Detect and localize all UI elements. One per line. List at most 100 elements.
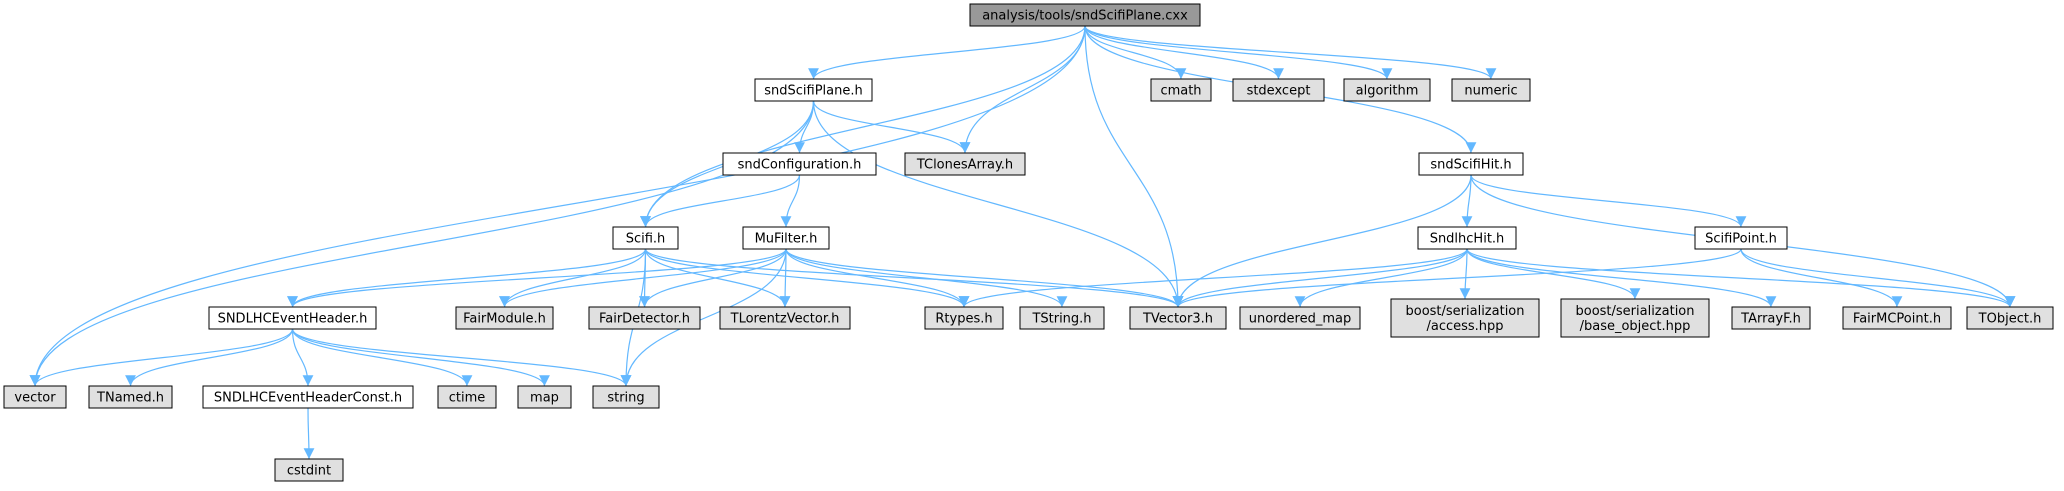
node-tobject-h: TObject.h <box>1966 306 2054 330</box>
node-label: SndlhcHit.h <box>1430 232 1505 247</box>
node-label: TArrayF.h <box>1740 312 1801 327</box>
node-label: sndScifiPlane.h <box>764 84 863 99</box>
node-label: ScifiPoint.h <box>1705 232 1777 247</box>
node-box <box>1150 78 1212 102</box>
node-label: vector <box>14 391 56 406</box>
node-tlorentzvector-h: TLorentzVector.h <box>719 306 851 330</box>
node-box[interactable] <box>969 3 1201 27</box>
node-fairmodule-h: FairModule.h <box>455 306 554 330</box>
node-label: FairDetector.h <box>599 312 690 327</box>
node-box <box>588 306 701 330</box>
node-label: numeric <box>1464 84 1517 99</box>
node-label: algorithm <box>1356 84 1419 99</box>
node-box <box>1451 78 1531 102</box>
node-sndlhceventheaderconst-h[interactable]: SNDLHCEventHeaderConst.h <box>202 385 414 409</box>
node-vector: vector <box>3 385 67 409</box>
node-box[interactable] <box>754 78 873 102</box>
node-box <box>1019 306 1105 330</box>
edge-scifipoint-h-to-tobject-h <box>1740 248 2016 308</box>
edge-sndlhchit-h-to-boost-base-object <box>1466 248 1641 300</box>
node-sndconfiguration-h[interactable]: sndConfiguration.h <box>722 152 877 176</box>
node-label: SNDLHCEventHeaderConst.h <box>214 391 402 406</box>
node-box <box>592 385 660 409</box>
edge-scifi-h-to-sndlhceventheader-h <box>287 248 647 308</box>
edge-sndlhchit-h-to-unordered-map <box>1294 248 1468 308</box>
node-box[interactable] <box>202 385 414 409</box>
edge-mufilter-h-to-fairmodule-h <box>499 248 787 308</box>
edge-scifi-h-to-fairmodule-h <box>499 248 647 308</box>
node-box[interactable] <box>1418 152 1524 176</box>
node-scifi-h[interactable]: Scifi.h <box>612 226 679 250</box>
node-root[interactable]: analysis/tools/sndScifiPlane.cxx <box>969 3 1201 27</box>
node-box <box>1966 306 2054 330</box>
node-box[interactable] <box>1694 226 1788 250</box>
node-boost-access: boost/serialization/access.hpp <box>1390 298 1540 338</box>
node-label: TNamed.h <box>96 391 164 406</box>
node-box <box>1842 306 1952 330</box>
edge-scifipoint-h-to-fairmcpoint-h <box>1740 248 1903 308</box>
edge-root-to-tvector3-h <box>1084 25 1184 308</box>
edge-sndlhchit-h-to-tobject-h <box>1466 248 2016 308</box>
edge-mufilter-h-to-tstring-h <box>785 248 1068 308</box>
node-label: unordered_map <box>1249 312 1352 327</box>
node-algorithm: algorithm <box>1343 78 1431 102</box>
node-label: FairModule.h <box>463 312 546 327</box>
node-label: TClonesArray.h <box>916 158 1013 173</box>
edge-root-to-stdexcept <box>1084 25 1284 80</box>
node-sndscifiplane-h[interactable]: sndScifiPlane.h <box>754 78 873 102</box>
node-label: TVector3.h <box>1142 312 1213 327</box>
edge-sndscifihit-h-to-scifipoint-h <box>1470 174 1747 228</box>
node-rtypes-h: Rtypes.h <box>924 306 1004 330</box>
edge-mufilter-h-to-fairdetector-h <box>639 248 787 308</box>
node-box[interactable] <box>722 152 877 176</box>
node-fairmcpoint-h: FairMCPoint.h <box>1842 306 1952 330</box>
node-label: ctime <box>449 391 486 406</box>
node-string: string <box>592 385 660 409</box>
node-box <box>274 458 344 482</box>
node-sndlhceventheader-h[interactable]: SNDLHCEventHeader.h <box>208 306 377 330</box>
node-boost-base-object: boost/serialization/base_object.hpp <box>1560 298 1710 338</box>
node-tvector3-h: TVector3.h <box>1129 306 1227 330</box>
edge-sndlhchit-h-to-boost-access <box>1459 248 1471 300</box>
edge-root-to-tclonesarray-h <box>959 25 1086 154</box>
node-box <box>455 306 554 330</box>
node-box <box>1129 306 1227 330</box>
node-sndscifihit-h[interactable]: sndScifiHit.h <box>1418 152 1524 176</box>
node-tstring-h: TString.h <box>1019 306 1105 330</box>
node-label: Rtypes.h <box>935 312 992 327</box>
node-label: analysis/tools/sndScifiPlane.cxx <box>982 9 1188 24</box>
edge-sndlhceventheader-h-to-vector <box>29 328 294 387</box>
node-scifipoint-h[interactable]: ScifiPoint.h <box>1694 226 1788 250</box>
node-mufilter-h[interactable]: MuFilter.h <box>742 226 830 250</box>
edge-mufilter-h-to-sndlhceventheader-h <box>287 248 787 308</box>
node-label: TLorentzVector.h <box>730 312 840 327</box>
edge-sndlhceventheader-h-to-map <box>291 328 550 387</box>
node-stdexcept: stdexcept <box>1232 78 1325 102</box>
node-label: TObject.h <box>1978 312 2042 327</box>
node-label: stdexcept <box>1247 84 1311 99</box>
node-box[interactable] <box>208 306 377 330</box>
node-tclonesarray-h: TClonesArray.h <box>904 152 1026 176</box>
node-label: /base_object.hpp <box>1580 319 1691 334</box>
node-box[interactable] <box>1417 226 1517 250</box>
node-unordered-map: unordered_map <box>1239 306 1361 330</box>
edge-sndlhchit-h-to-rtypes-h <box>958 248 1468 308</box>
node-tarrayf-h: TArrayF.h <box>1731 306 1811 330</box>
edge-sndlhceventheaderconst-h-to-cstdint <box>303 407 315 460</box>
node-box <box>437 385 497 409</box>
node-label: FairMCPoint.h <box>1853 312 1941 327</box>
edge-mufilter-h-to-tvector3-h <box>785 248 1184 308</box>
node-label: Scifi.h <box>626 232 666 247</box>
node-label: /access.hpp <box>1426 319 1503 334</box>
node-label: MuFilter.h <box>755 232 818 247</box>
node-box[interactable] <box>742 226 830 250</box>
node-sndlhchit-h[interactable]: SndlhcHit.h <box>1417 226 1517 250</box>
node-label: boost/serialization <box>1575 304 1694 319</box>
node-box <box>1343 78 1431 102</box>
node-box[interactable] <box>612 226 679 250</box>
node-box <box>1232 78 1325 102</box>
node-box <box>1239 306 1361 330</box>
edge-mufilter-h-to-string <box>620 248 787 387</box>
node-box <box>3 385 67 409</box>
